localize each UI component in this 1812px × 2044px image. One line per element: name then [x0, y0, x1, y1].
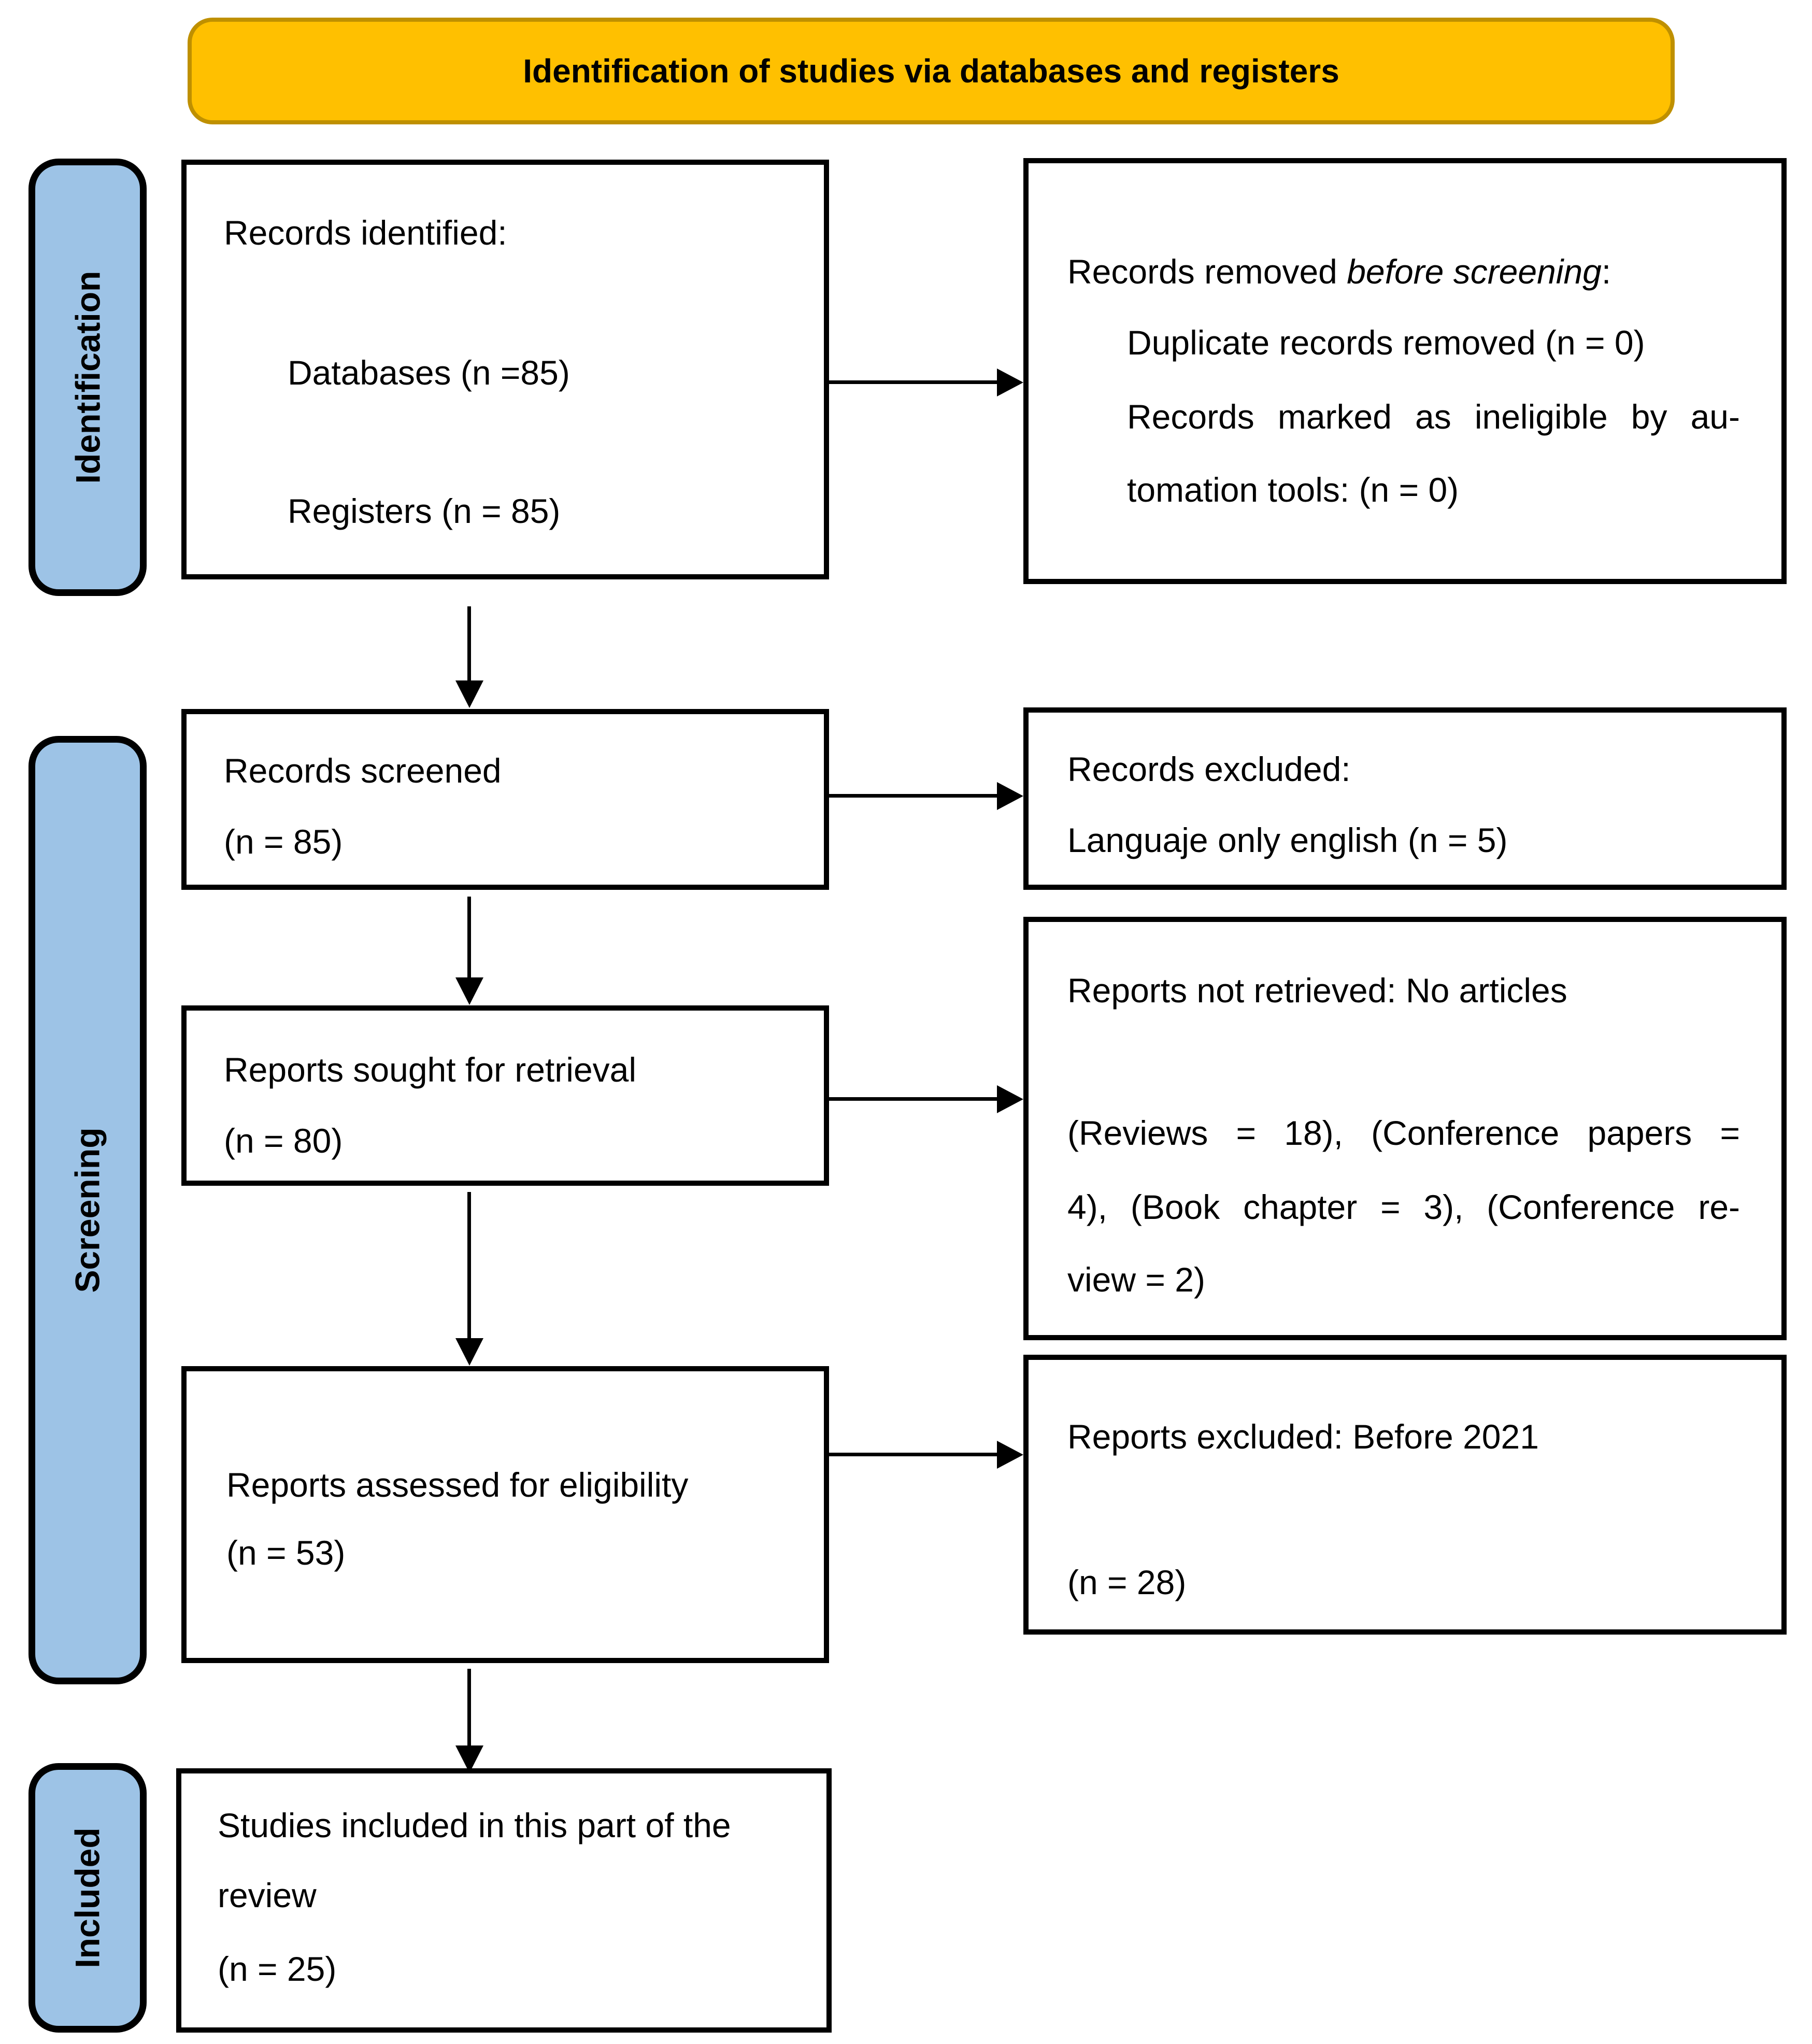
header-banner: Identification of studies via databases … [188, 18, 1675, 124]
stage-label-included-text: Included [68, 1827, 107, 1968]
arrow-assessed-to-excluded-head-icon [997, 1441, 1023, 1469]
records-removed-ineligible-1: Records marked as ineligible by au- [1127, 398, 1740, 436]
records-removed-title-pre: Records removed [1067, 252, 1347, 291]
arrow-assessed-to-included-head-icon [455, 1745, 483, 1773]
arrow-identified-to-screened-line [467, 606, 471, 683]
studies-included-line1: Studies included in this part of the [218, 1806, 731, 1844]
box-reports-sought: Reports sought for retrieval (n = 80) [181, 1005, 829, 1186]
reports-sought-n: (n = 80) [224, 1122, 343, 1160]
box-reports-not-retrieved: Reports not retrieved: No articles (Revi… [1023, 917, 1787, 1340]
records-identified-registers: Registers (n = 85) [288, 492, 561, 530]
box-records-excluded: Records excluded: Languaje only english … [1023, 707, 1787, 890]
arrow-identified-to-removed-head-icon [997, 368, 1023, 396]
arrow-sought-to-notretrieved-head-icon [997, 1085, 1023, 1113]
records-excluded-title: Records excluded: [1067, 750, 1351, 788]
stage-label-screening: Screening [28, 736, 147, 1684]
reports-not-retrieved-detail-1: (Reviews = 18), (Conference papers = [1067, 1114, 1740, 1152]
arrow-identified-to-removed-line [829, 380, 998, 384]
box-records-removed: Records removed before screening: Duplic… [1023, 158, 1787, 584]
records-removed-title-italic: before screening [1347, 252, 1602, 291]
records-screened-n: (n = 85) [224, 822, 343, 861]
arrow-sought-to-notretrieved-line [829, 1097, 998, 1101]
box-records-screened: Records screened (n = 85) [181, 709, 829, 890]
arrow-sought-to-assessed-line [467, 1192, 471, 1341]
reports-not-retrieved-detail-2: 4), (Book chapter = 3), (Conference re- [1067, 1188, 1740, 1226]
arrow-assessed-to-excluded-line [829, 1453, 998, 1456]
header-title: Identification of studies via databases … [523, 52, 1339, 90]
arrow-screened-to-sought-head-icon [455, 977, 483, 1005]
stage-label-identification: Identification [28, 159, 147, 596]
arrow-screened-to-excluded-head-icon [997, 782, 1023, 810]
records-identified-title: Records identified: [224, 214, 507, 252]
arrow-screened-to-excluded-line [829, 794, 998, 798]
records-removed-duplicate: Duplicate records removed (n = 0) [1127, 323, 1645, 362]
box-studies-included: Studies included in this part of the rev… [176, 1768, 832, 2033]
records-removed-ineligible-2: tomation tools: (n = 0) [1127, 471, 1459, 509]
box-reports-excluded: Reports excluded: Before 2021 (n = 28) [1023, 1355, 1787, 1635]
records-removed-title: Records removed before screening: [1067, 252, 1611, 292]
stage-label-screening-text: Screening [68, 1127, 107, 1293]
reports-assessed-title: Reports assessed for eligibility [226, 1466, 689, 1504]
stage-label-included: Included [28, 1763, 147, 2033]
arrow-screened-to-sought-line [467, 897, 471, 981]
arrow-assessed-to-included-line [467, 1669, 471, 1748]
records-excluded-reason: Languaje only english (n = 5) [1067, 821, 1508, 859]
records-identified-databases: Databases (n =85) [288, 353, 570, 392]
reports-assessed-n: (n = 53) [226, 1534, 346, 1572]
stage-label-identification-text: Identification [68, 271, 107, 484]
records-screened-title: Records screened [224, 751, 502, 790]
reports-not-retrieved-detail-3: view = 2) [1067, 1260, 1205, 1299]
arrow-identified-to-screened-head-icon [455, 680, 483, 708]
box-records-identified: Records identified: Databases (n =85) Re… [181, 160, 829, 579]
reports-excluded-title: Reports excluded: Before 2021 [1067, 1417, 1539, 1456]
reports-excluded-n: (n = 28) [1067, 1563, 1187, 1601]
reports-sought-title: Reports sought for retrieval [224, 1051, 637, 1089]
arrow-sought-to-assessed-head-icon [455, 1338, 483, 1366]
box-reports-assessed: Reports assessed for eligibility (n = 53… [181, 1366, 829, 1663]
studies-included-n: (n = 25) [218, 1950, 337, 1988]
records-removed-title-post: : [1601, 252, 1611, 291]
studies-included-line2: review [218, 1876, 317, 1914]
reports-not-retrieved-title: Reports not retrieved: No articles [1067, 971, 1567, 1010]
